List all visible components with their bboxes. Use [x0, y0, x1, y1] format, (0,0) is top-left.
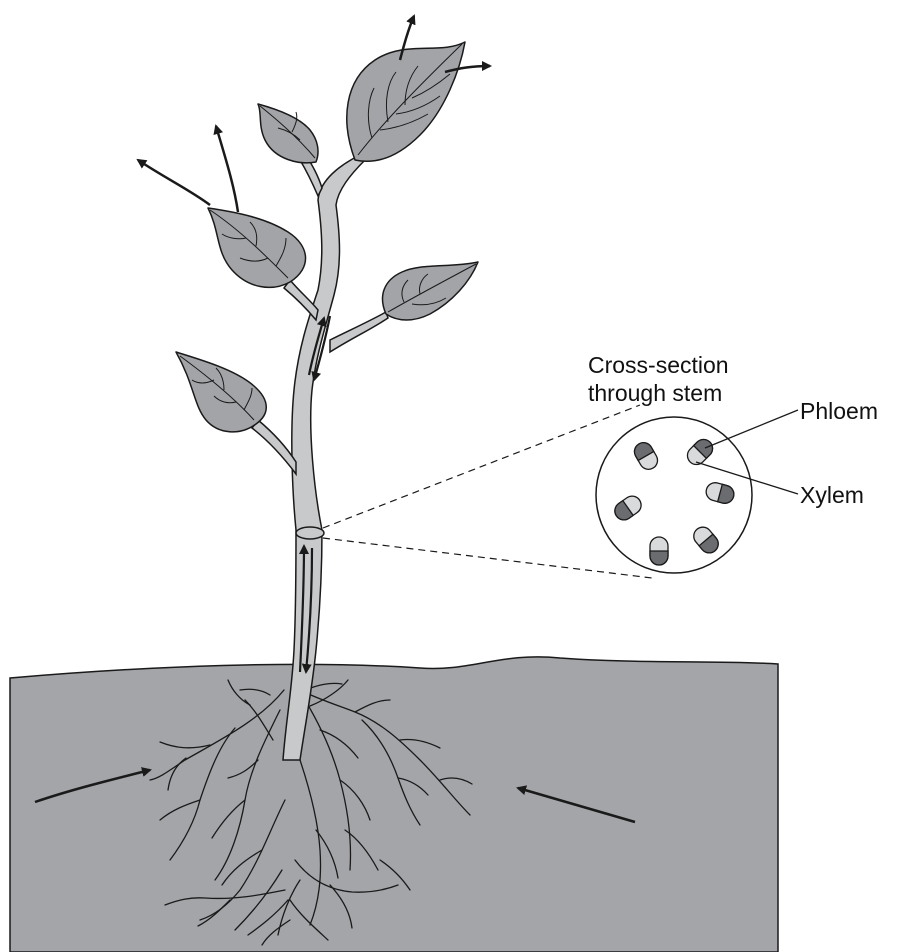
vascular-bundle [650, 537, 668, 565]
cross-section [596, 417, 752, 573]
xylem-label: Xylem [800, 482, 864, 508]
cross-section-label-line1: Cross-section [588, 352, 729, 378]
leaf-top-small [258, 104, 318, 163]
leaf-top-right [347, 42, 465, 161]
soil [10, 657, 778, 952]
stem-section-marker [296, 527, 324, 539]
cross-section-label-line2: through stem [588, 380, 722, 406]
leaf-left-lower [176, 352, 266, 432]
phloem-label: Phloem [800, 398, 878, 424]
